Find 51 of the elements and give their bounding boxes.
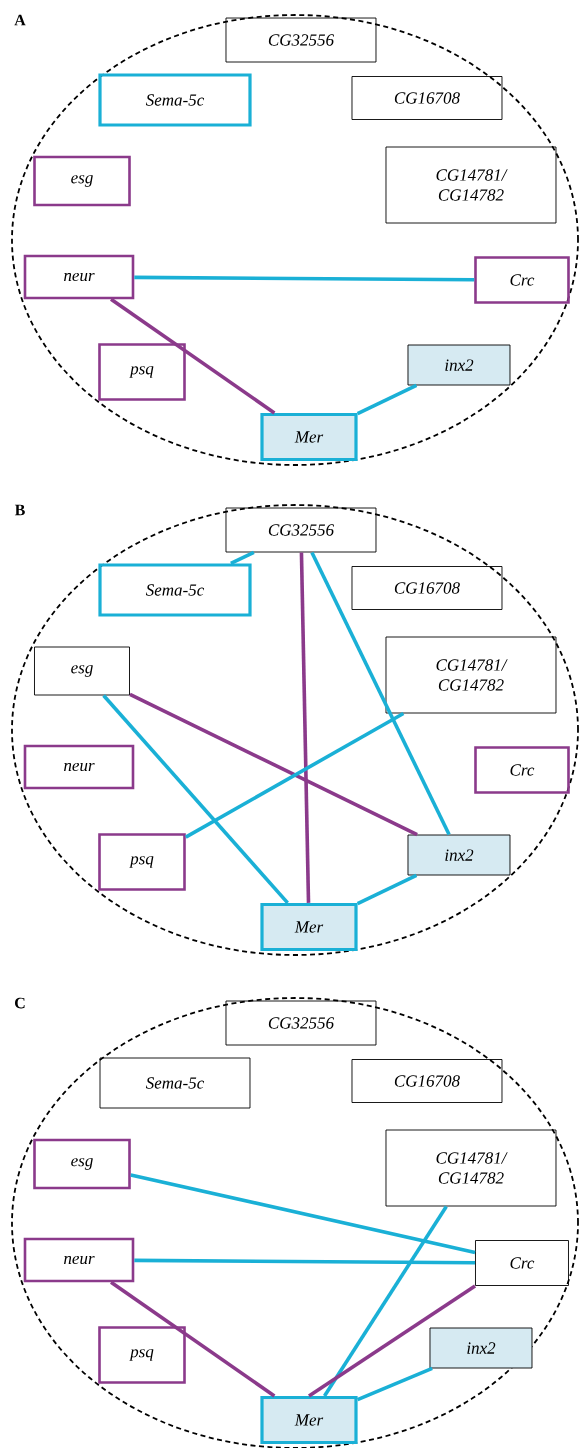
dashed-ellipse <box>11 504 579 956</box>
panel-letter: B <box>14 504 25 516</box>
gene-box: CG16708 <box>351 76 503 120</box>
gene-box: inx2 <box>407 834 511 876</box>
interaction-line <box>130 1173 476 1255</box>
interaction-line <box>134 1258 476 1265</box>
interaction-line <box>102 694 289 905</box>
interaction-line <box>110 297 276 415</box>
gene-box: CG14781/ CG14782 <box>385 1129 557 1207</box>
gene-box: psq <box>98 1326 186 1384</box>
gene-box: CG14781/ CG14782 <box>385 636 557 714</box>
gene-box: psq <box>98 343 186 401</box>
interaction-line <box>184 711 405 839</box>
gene-box: esg <box>33 155 131 207</box>
interaction-line <box>356 1366 433 1402</box>
gene-box: neur <box>23 1237 135 1283</box>
interaction-line <box>308 1284 477 1398</box>
gene-box: psq <box>98 833 186 891</box>
gene-box: CG14781/ CG14782 <box>385 146 557 224</box>
gene-box: Crc <box>474 746 570 794</box>
interaction-line <box>310 551 451 836</box>
interaction-line <box>134 275 475 282</box>
gene-box: CG32556 <box>225 17 377 63</box>
panel-letter: A <box>14 14 26 26</box>
gene-box: neur <box>23 254 135 300</box>
interaction-line <box>110 1280 276 1398</box>
gene-box: CG16708 <box>351 1059 503 1103</box>
panel-letter: C <box>15 997 25 1009</box>
gene-box: CG32556 <box>225 1000 377 1046</box>
gene-box: esg <box>33 1138 131 1190</box>
gene-box: Sema-5c <box>98 563 252 617</box>
interaction-line <box>129 692 418 837</box>
interaction-line <box>230 550 255 566</box>
gene-box: inx2 <box>429 1327 533 1369</box>
gene-box: Sema-5c <box>99 1057 251 1109</box>
gene-box: Crc <box>475 1240 569 1286</box>
gene-box: Mer <box>260 902 358 952</box>
gene-box: CG32556 <box>225 507 377 553</box>
interaction-line <box>356 383 418 416</box>
gene-box: esg <box>34 646 130 696</box>
interaction-line <box>356 873 418 906</box>
gene-box: Mer <box>260 412 358 462</box>
dashed-ellipse <box>11 14 579 466</box>
gene-box: Mer <box>260 1395 358 1445</box>
gene-box: inx2 <box>407 344 511 386</box>
interaction-line <box>322 1205 448 1397</box>
gene-box: Sema-5c <box>98 73 252 127</box>
interaction-line <box>299 552 311 903</box>
gene-box: CG16708 <box>351 566 503 610</box>
gene-box: Crc <box>474 256 570 304</box>
gene-box: neur <box>23 744 135 790</box>
